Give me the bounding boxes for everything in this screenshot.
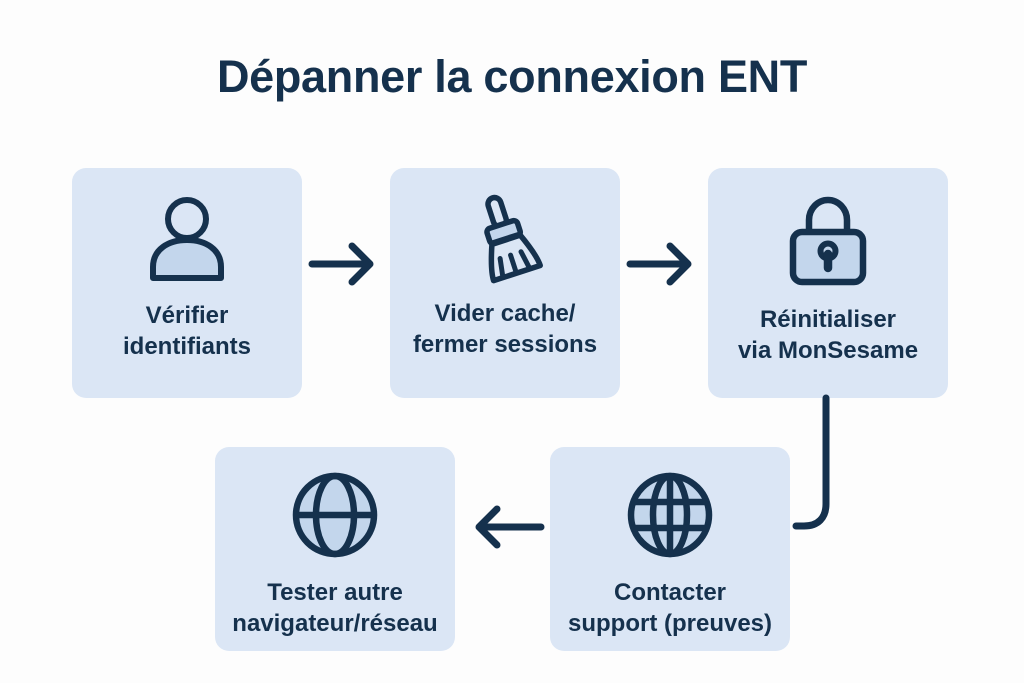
flow-step-card-2[interactable]: Vider cache/ fermer sessions — [390, 168, 620, 398]
flow-step-label-3: Réinitialiser via MonSesame — [737, 306, 919, 364]
broom-icon — [458, 192, 552, 289]
flow-step-card-1[interactable]: Vérifier identifiants — [72, 168, 302, 398]
flow-step-card-4[interactable]: Contacter support (preuves) — [550, 447, 790, 651]
arrow-left-icon — [459, 495, 547, 567]
globe-icon — [289, 469, 381, 566]
lock-icon — [783, 194, 873, 293]
globe-icon — [624, 469, 716, 566]
flow-step-label-4: Contacter support (preuves) — [567, 579, 773, 637]
elbow-connector-down-left — [790, 392, 860, 540]
flow-step-label-1: Vérifier identifiants — [122, 302, 251, 360]
user-icon — [140, 194, 234, 289]
arrow-right-icon — [624, 228, 704, 300]
flow-step-card-3[interactable]: Réinitialiser via MonSesame — [708, 168, 948, 398]
flow-step-label-2: Vider cache/ fermer sessions — [412, 300, 598, 358]
flow-step-card-5[interactable]: Tester autre navigateur/réseau — [215, 447, 455, 651]
page-title: Dépanner la connexion ENT — [216, 51, 808, 102]
arrow-right-icon — [306, 228, 386, 300]
flow-step-label-5: Tester autre navigateur/réseau — [232, 579, 438, 637]
